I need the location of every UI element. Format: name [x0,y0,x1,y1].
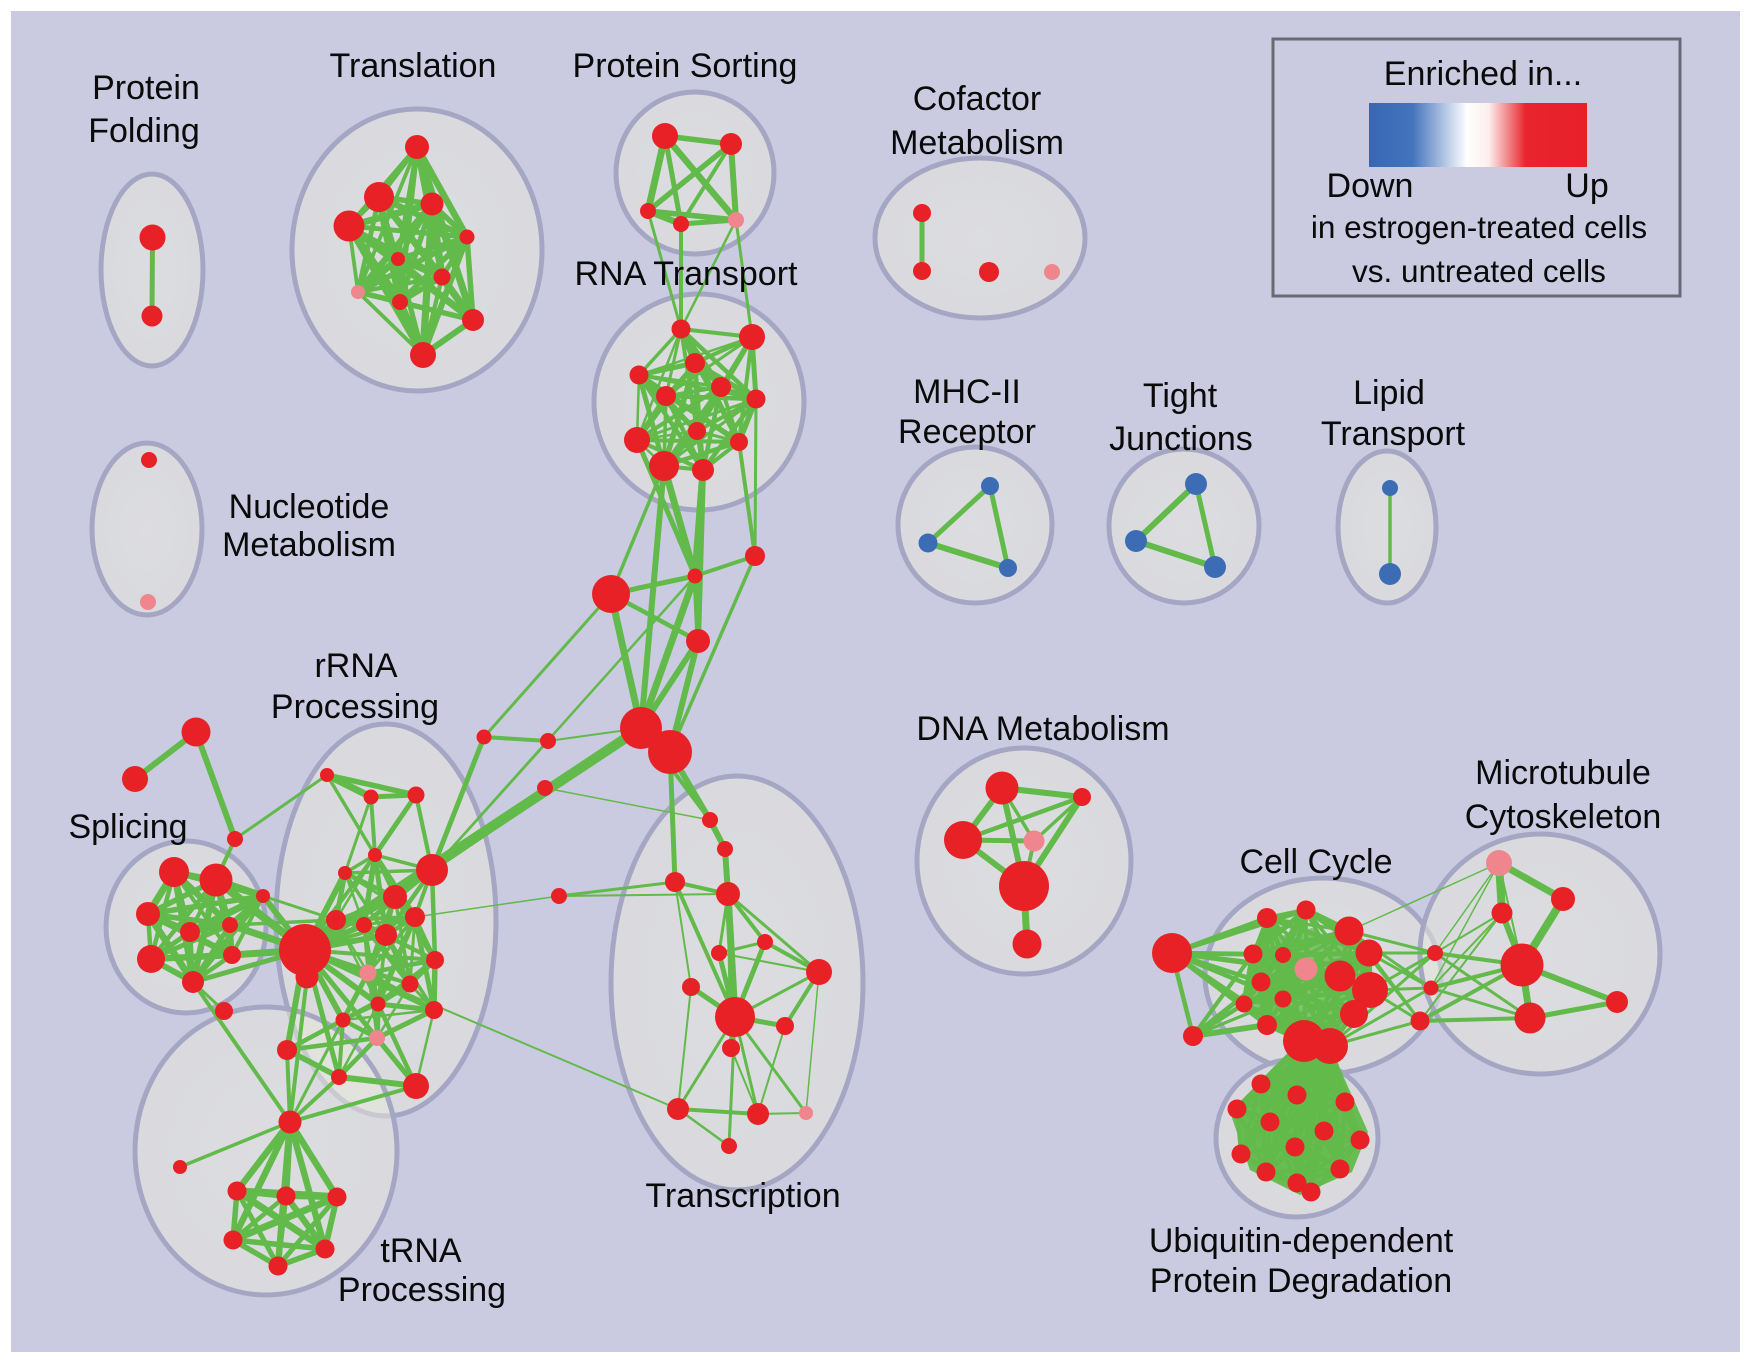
svg-text:Protein: Protein [92,69,200,107]
svg-text:Processing: Processing [338,1271,506,1309]
svg-text:Ubiquitin-dependent: Ubiquitin-dependent [1149,1222,1454,1260]
svg-text:Transcription: Transcription [645,1177,840,1215]
svg-text:Splicing: Splicing [68,808,187,846]
svg-text:MHC-II: MHC-II [913,373,1021,411]
svg-text:Lipid: Lipid [1353,374,1425,412]
svg-text:in estrogen-treated cells: in estrogen-treated cells [1311,209,1647,245]
svg-text:vs. untreated cells: vs. untreated cells [1352,253,1606,289]
svg-text:Cytoskeleton: Cytoskeleton [1465,798,1662,836]
svg-text:Junctions: Junctions [1109,420,1253,458]
svg-text:Cell Cycle: Cell Cycle [1239,843,1392,881]
svg-text:rRNA: rRNA [314,647,397,685]
svg-text:Down: Down [1327,167,1414,205]
svg-text:Transport: Transport [1321,415,1466,453]
svg-text:Translation: Translation [330,47,497,85]
svg-text:tRNA: tRNA [380,1232,462,1270]
svg-text:Nucleotide: Nucleotide [229,488,390,526]
svg-text:Receptor: Receptor [898,413,1036,451]
svg-text:Enriched in...: Enriched in... [1384,55,1582,93]
svg-text:Folding: Folding [88,112,200,150]
svg-text:Metabolism: Metabolism [222,526,396,564]
svg-text:Microtubule: Microtubule [1475,754,1651,792]
svg-text:Processing: Processing [271,688,439,726]
svg-text:Metabolism: Metabolism [890,124,1064,162]
svg-text:Tight: Tight [1143,377,1218,415]
svg-text:RNA Transport: RNA Transport [575,255,799,293]
svg-text:Cofactor: Cofactor [913,80,1042,118]
svg-text:Up: Up [1565,167,1608,205]
svg-text:DNA Metabolism: DNA Metabolism [916,710,1169,748]
svg-text:Protein Sorting: Protein Sorting [573,47,798,85]
svg-text:Protein Degradation: Protein Degradation [1150,1262,1452,1300]
